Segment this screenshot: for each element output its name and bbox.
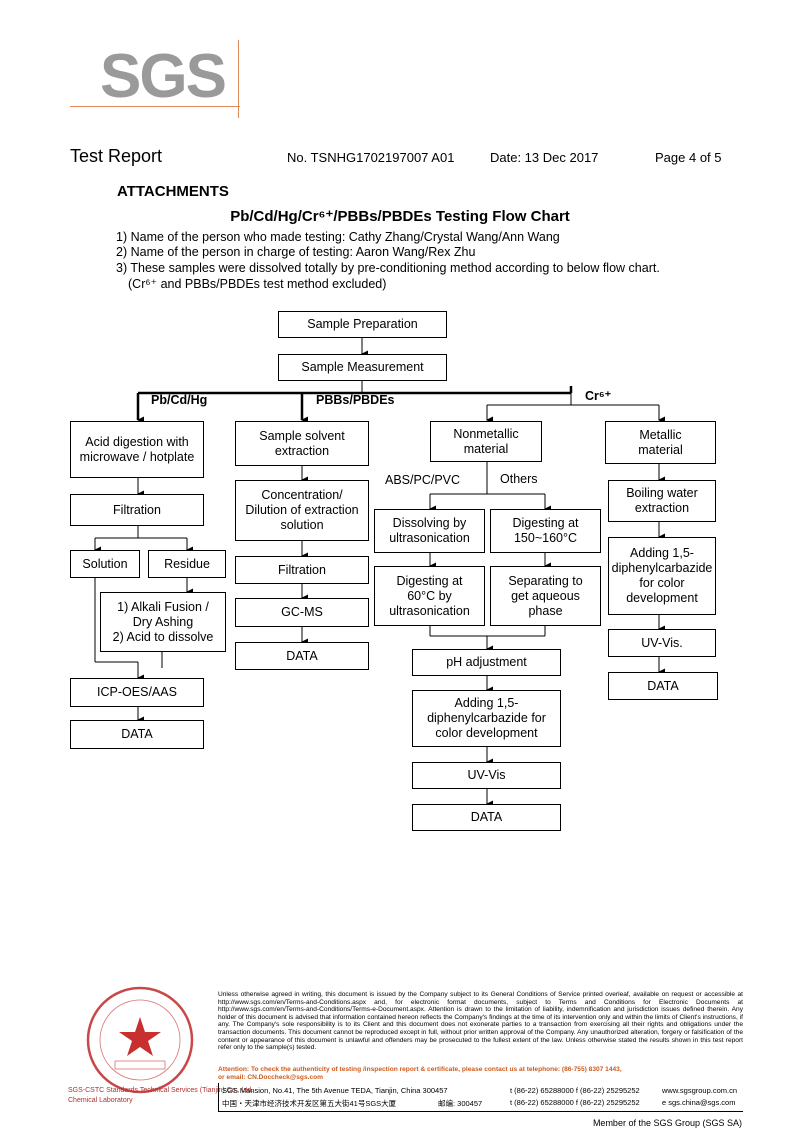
flow-chart-title: Pb/Cd/Hg/Cr⁶⁺/PBBs/PBDEs Testing Flow Ch… xyxy=(230,208,570,225)
data-box-4: DATA xyxy=(608,672,718,700)
postcode-chinese: 邮编: 300457 xyxy=(438,1099,483,1108)
ph-adjustment-box: pH adjustment xyxy=(412,649,561,676)
sgs-group-member: Member of the SGS Group (SGS SA) xyxy=(592,1118,742,1128)
report-number: No. TSNHG1702197007 A01 xyxy=(287,150,455,165)
logo-rule-horizontal xyxy=(70,106,240,107)
sample-measurement-box: Sample Measurement xyxy=(278,354,447,381)
footer-rule xyxy=(218,1111,743,1112)
solution-box: Solution xyxy=(70,550,140,578)
concentration-box: Concentration/ Dilution of extraction so… xyxy=(235,480,369,541)
branch-label-cr6: Cr⁶⁺ xyxy=(585,389,612,403)
lab-name-line-2: Chemical Laboratory xyxy=(68,1097,133,1104)
separating-box: Separating to get aqueous phase xyxy=(490,566,601,626)
dissolving-box: Dissolving by ultrasonication xyxy=(374,509,485,553)
report-title: Test Report xyxy=(70,146,163,166)
digesting-150-box: Digesting at 150~160°C xyxy=(490,509,601,553)
others-label: Others xyxy=(500,472,538,486)
note-4: (Cr⁶⁺ and PBBs/PBDEs test method exclude… xyxy=(128,277,387,291)
alkali-line-2: Dry Ashing xyxy=(132,614,194,629)
residue-box: Residue xyxy=(148,550,226,578)
nonmetallic-material-box: Nonmetallic material xyxy=(430,421,542,462)
branch-label-pbbs-pbdes: PBBs/PBDEs xyxy=(316,393,395,407)
legal-disclaimer: Unless otherwise agreed in writing, this… xyxy=(218,991,743,1052)
logo-rule-vertical xyxy=(238,40,239,118)
phone-chinese: t (86-22) 65288000 f (86-22) 25295252 xyxy=(510,1098,640,1107)
logo-text: SGS xyxy=(100,42,227,111)
digesting-60-box: Digesting at 60°C by ultrasonication xyxy=(374,566,485,626)
phone-english: t (86-22) 65288000 f (86-22) 25295252 xyxy=(510,1086,640,1095)
authenticity-notice: Attention: To check the authenticity of … xyxy=(218,1066,622,1073)
page-number: Page 4 of 5 xyxy=(655,150,722,165)
branch-label-pb-cd-hg: Pb/Cd/Hg xyxy=(151,393,208,407)
solvent-extraction-box: Sample solvent extraction xyxy=(235,421,369,466)
note-1: 1) Name of the person who made testing: … xyxy=(116,230,560,244)
boiling-water-box: Boiling water extraction xyxy=(608,480,716,522)
authenticity-email: or email: CN.Doccheck@sgs.com xyxy=(218,1074,324,1081)
report-date: Date: 13 Dec 2017 xyxy=(490,150,599,165)
note-2: 2) Name of the person in charge of testi… xyxy=(116,245,476,259)
attachments-heading: ATTACHMENTS xyxy=(117,183,229,200)
note-3: 3) These samples were dissolved totally … xyxy=(116,261,660,275)
data-box-1: DATA xyxy=(70,720,204,749)
acid-digestion-box: Acid digestion with microwave / hotplate xyxy=(70,421,204,478)
sample-preparation-box: Sample Preparation xyxy=(278,311,447,338)
data-box-2: DATA xyxy=(235,642,369,670)
alkali-line-1: 1) Alkali Fusion / xyxy=(117,599,209,614)
filtration-box-1: Filtration xyxy=(70,494,204,526)
alkali-line-3: 2) Acid to dissolve xyxy=(112,629,214,644)
address-chinese: 中国・天津市经济技术开发区第五大街41号SGS大厦 xyxy=(222,1099,397,1108)
alkali-fusion-box: 1) Alkali Fusion / Dry Ashing 2) Acid to… xyxy=(100,592,226,652)
gc-ms-box: GC-MS xyxy=(235,598,369,627)
website: www.sgsgroup.com.cn xyxy=(662,1086,738,1095)
uv-vis-box-2: UV-Vis. xyxy=(608,629,716,657)
data-box-3: DATA xyxy=(412,804,561,831)
address-english: SGS Mansion, No.41, The 5th Avenue TEDA,… xyxy=(222,1086,448,1095)
uv-vis-box-1: UV-Vis xyxy=(412,762,561,789)
adding-diphenylcarbazide-box: Adding 1,5-diphenylcarbazide for color d… xyxy=(412,690,561,747)
icp-oes-aas-box: ICP-OES/AAS xyxy=(70,678,204,707)
abs-pc-pvc-label: ABS/PC/PVC xyxy=(385,473,461,487)
filtration-box-2: Filtration xyxy=(235,556,369,584)
sgs-logo: SGS xyxy=(70,40,240,118)
adding-diphenylcarbazide-metal-box: Adding 1,5-diphenylcarbazide for color d… xyxy=(608,537,716,615)
lab-name-line-1: SGS-CSTC Standards Technical Services (T… xyxy=(68,1087,254,1094)
address-divider xyxy=(218,1083,219,1111)
metallic-material-box: Metallic material xyxy=(605,421,716,464)
company-seal xyxy=(86,986,194,1094)
email: e sgs.china@sgs.com xyxy=(662,1098,736,1107)
